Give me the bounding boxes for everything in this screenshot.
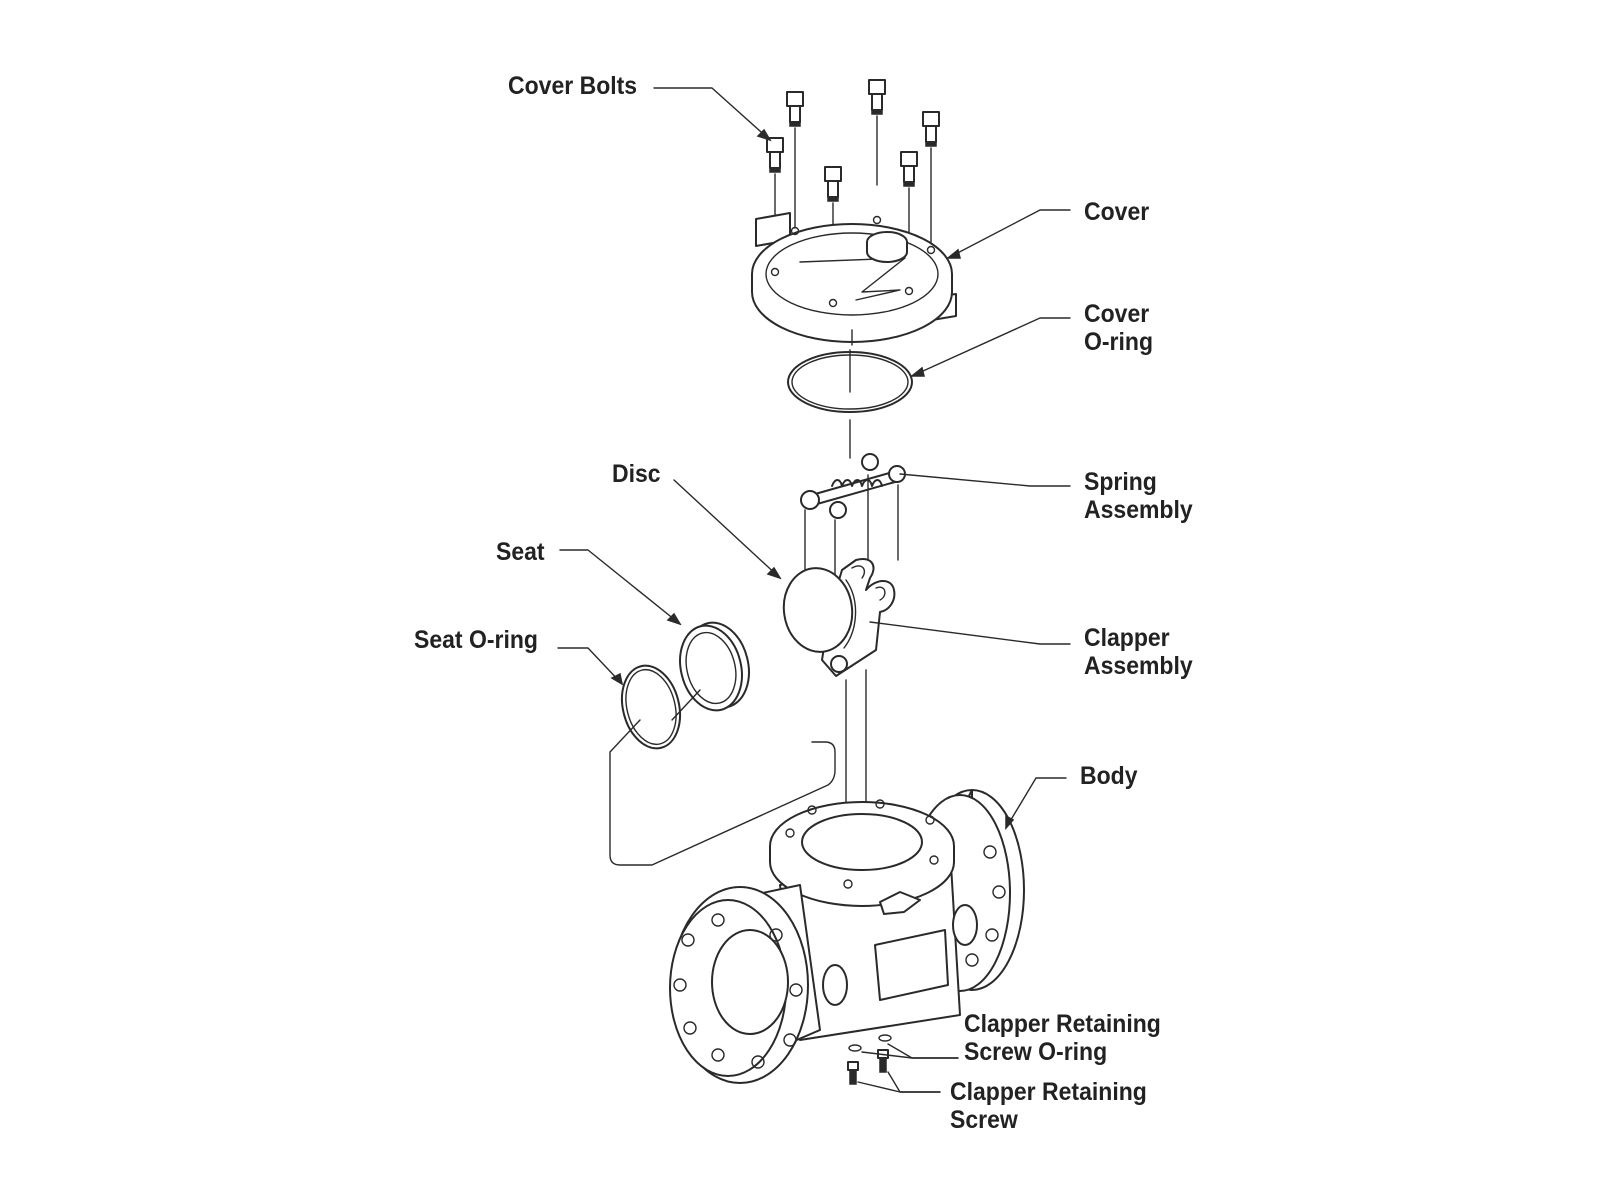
cover-bolt: [922, 111, 940, 147]
valve-body: [669, 789, 1025, 1084]
label-seat: Seat: [496, 538, 545, 566]
label-clapper-assembly-line1: Clapper: [1084, 624, 1170, 652]
cover-bolt: [900, 151, 918, 187]
label-clapper-retaining-screw-line2: Screw: [950, 1106, 1018, 1134]
disc: [782, 567, 857, 653]
label-cover-o-ring-line2: O-ring: [1084, 328, 1153, 356]
seat-o-ring: [609, 664, 836, 866]
cover-bolt: [786, 91, 804, 127]
leader-arrowheads: [610, 128, 1015, 830]
clapper-retaining-screws: [847, 1034, 892, 1085]
label-clapper-retaining-screw-o-ring-line1: Clapper Retaining: [964, 1010, 1161, 1038]
seat: [671, 621, 750, 721]
label-clapper-retaining-screw-o-ring-line2: Screw O-ring: [964, 1038, 1108, 1066]
leader-lines: [557, 87, 1071, 1093]
label-spring-assembly-line2: Assembly: [1084, 496, 1193, 524]
cover-bolt: [766, 137, 784, 173]
label-cover: Cover: [1084, 198, 1150, 226]
cover-bolt: [824, 166, 842, 202]
spring-assembly: [800, 453, 906, 591]
label-spring-assembly-line1: Spring: [1084, 468, 1157, 496]
label-clapper-assembly-line2: Assembly: [1084, 652, 1193, 680]
cover-bolt: [868, 79, 886, 115]
cover-bolts: [766, 79, 940, 301]
label-body: Body: [1080, 762, 1138, 790]
label-seat-o-ring: Seat O-ring: [414, 626, 538, 654]
label-cover-bolts: Cover Bolts: [508, 72, 638, 100]
cover-o-ring: [787, 349, 913, 459]
label-cover-o-ring-line1: Cover: [1084, 300, 1150, 328]
label-clapper-retaining-screw-line1: Clapper Retaining: [950, 1078, 1147, 1106]
cover: [751, 212, 957, 346]
label-disc: Disc: [612, 460, 661, 488]
